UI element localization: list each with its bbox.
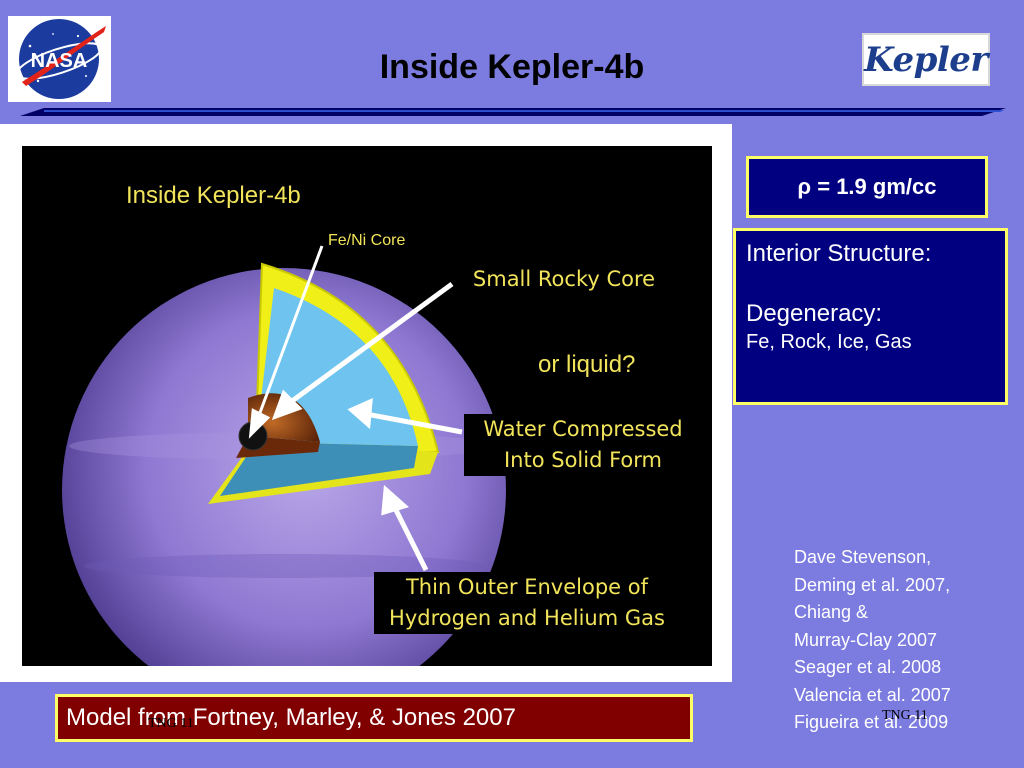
kepler-logo: Kepler [862, 33, 990, 86]
water-compressed-callout: Water Compressed Into Solid Form [464, 414, 702, 476]
reference-item: Figueira et al. 2009 [794, 712, 949, 732]
envelope-callout-line-1: Thin Outer Envelope of [405, 575, 649, 599]
envelope-callout-line-2: Hydrogen and Helium Gas [389, 606, 665, 630]
fe-ni-core-label: Fe/Ni Core [328, 232, 406, 249]
figure-title: Inside Kepler-4b [126, 182, 301, 209]
interior-structure-heading: Interior Structure: [746, 240, 932, 267]
degeneracy-heading: Degeneracy: [746, 300, 883, 327]
title-divider [20, 108, 1006, 116]
slide-title: Inside Kepler-4b [379, 48, 645, 86]
interior-structure-box: Interior Structure: Degeneracy: Fe, Rock… [733, 228, 1008, 405]
reference-item: Seager et al. 2008 [794, 657, 942, 677]
small-rocky-core-callout: Small Rocky Core [458, 264, 670, 295]
callout-arrows [248, 245, 463, 572]
or-liquid-label: or liquid? [538, 351, 636, 378]
degeneracy-values: Fe, Rock, Ice, Gas [746, 331, 912, 353]
reference-item: Deming et al. 2007, [794, 574, 951, 595]
reference-item: Chiang & [794, 602, 869, 622]
water-callout-line-2: Into Solid Form [503, 448, 662, 472]
nasa-logo-text: NASA [31, 50, 88, 72]
model-credit-box: Model from Fortney, Marley, & Jones 2007 [55, 694, 693, 742]
footer-right-label: TNG 11 [882, 708, 928, 723]
reference-item: Dave Stevenson, [794, 547, 932, 567]
reference-item: Valencia et al. 2007 [794, 684, 951, 705]
water-callout-line-1: Water Compressed [483, 417, 683, 441]
density-box: ρ = 1.9 gm/cc [746, 156, 988, 218]
reference-item: Murray-Clay 2007 [794, 629, 938, 650]
model-credit-text: Model from Fortney, Marley, & Jones 2007 [66, 704, 516, 731]
planet-interior-figure: Inside Kepler-4b Fe/Ni Core Small Rocky … [22, 146, 712, 666]
nasa-logo: NASA [8, 16, 111, 102]
planet-cutaway-illustration [62, 245, 506, 666]
outer-envelope-callout: Thin Outer Envelope of Hydrogen and Heli… [374, 572, 680, 634]
nasa-meatball-icon: NASA [15, 19, 106, 99]
footer-left-label: TNG 11 [148, 716, 194, 731]
density-label: ρ = 1.9 gm/cc [797, 174, 937, 199]
references-list: Dave Stevenson, Deming et al. 2007, Chia… [794, 544, 951, 737]
